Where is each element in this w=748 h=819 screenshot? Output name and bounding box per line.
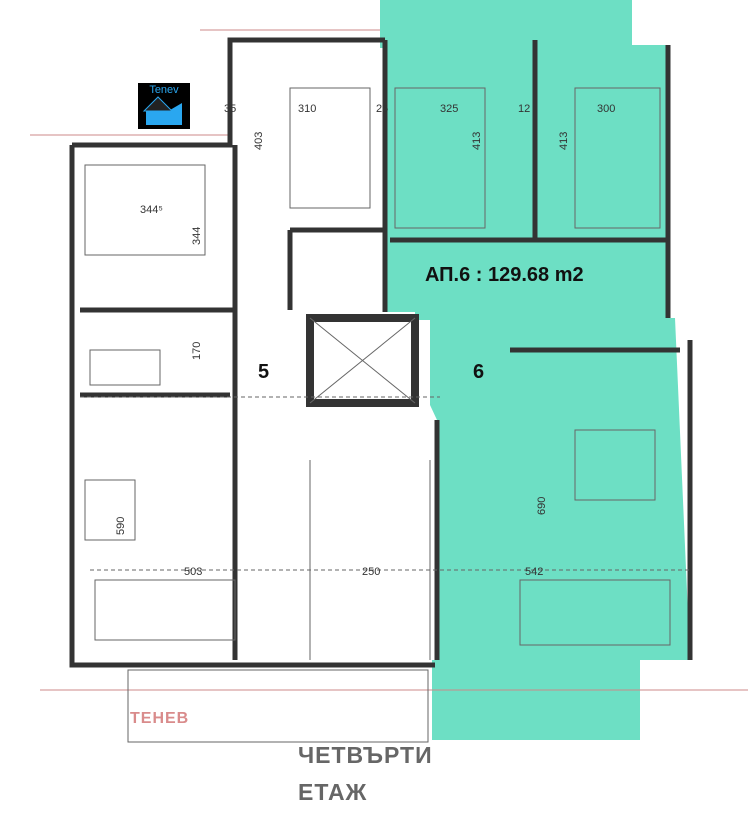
dim-label: 590 — [115, 517, 127, 535]
dim-label: 325 — [440, 103, 458, 115]
dim-label: 300 — [597, 103, 615, 115]
dim-label: 344 — [191, 227, 203, 245]
dim-label: 503 — [184, 566, 202, 578]
apartment-area-label: АП.6 : 129.68 m2 — [425, 264, 584, 286]
walls — [69, 37, 693, 668]
house-icon — [142, 96, 182, 125]
guide-lines — [30, 29, 748, 691]
floor-title-line1: ЧЕТВЪРТИ — [298, 742, 433, 768]
dim-label: 12 — [518, 103, 530, 115]
brand-watermark: ТЕНЕВ — [130, 710, 190, 727]
unit-number-6: 6 — [473, 361, 484, 383]
logo-text: Tenev — [149, 84, 179, 96]
floor-title-line2: ЕТАЖ — [298, 779, 368, 805]
dim-label: 403 — [253, 132, 265, 150]
dim-label: 35 — [224, 103, 236, 115]
dim-label: 344⁵ — [140, 204, 163, 216]
apartment-6-highlight — [380, 0, 690, 740]
dim-label: 413 — [471, 132, 483, 150]
dim-label: 690 — [536, 497, 548, 515]
dim-label: 170 — [191, 342, 203, 360]
dim-label: 542 — [525, 566, 543, 578]
dim-label: 310 — [298, 103, 316, 115]
dim-label: 250 — [362, 566, 380, 578]
thin-lines — [80, 87, 690, 743]
dim-label: 413 — [558, 132, 570, 150]
dim-label: 25 — [376, 103, 388, 115]
tenev-logo: Tenev — [138, 83, 190, 129]
unit-number-5: 5 — [258, 361, 269, 383]
